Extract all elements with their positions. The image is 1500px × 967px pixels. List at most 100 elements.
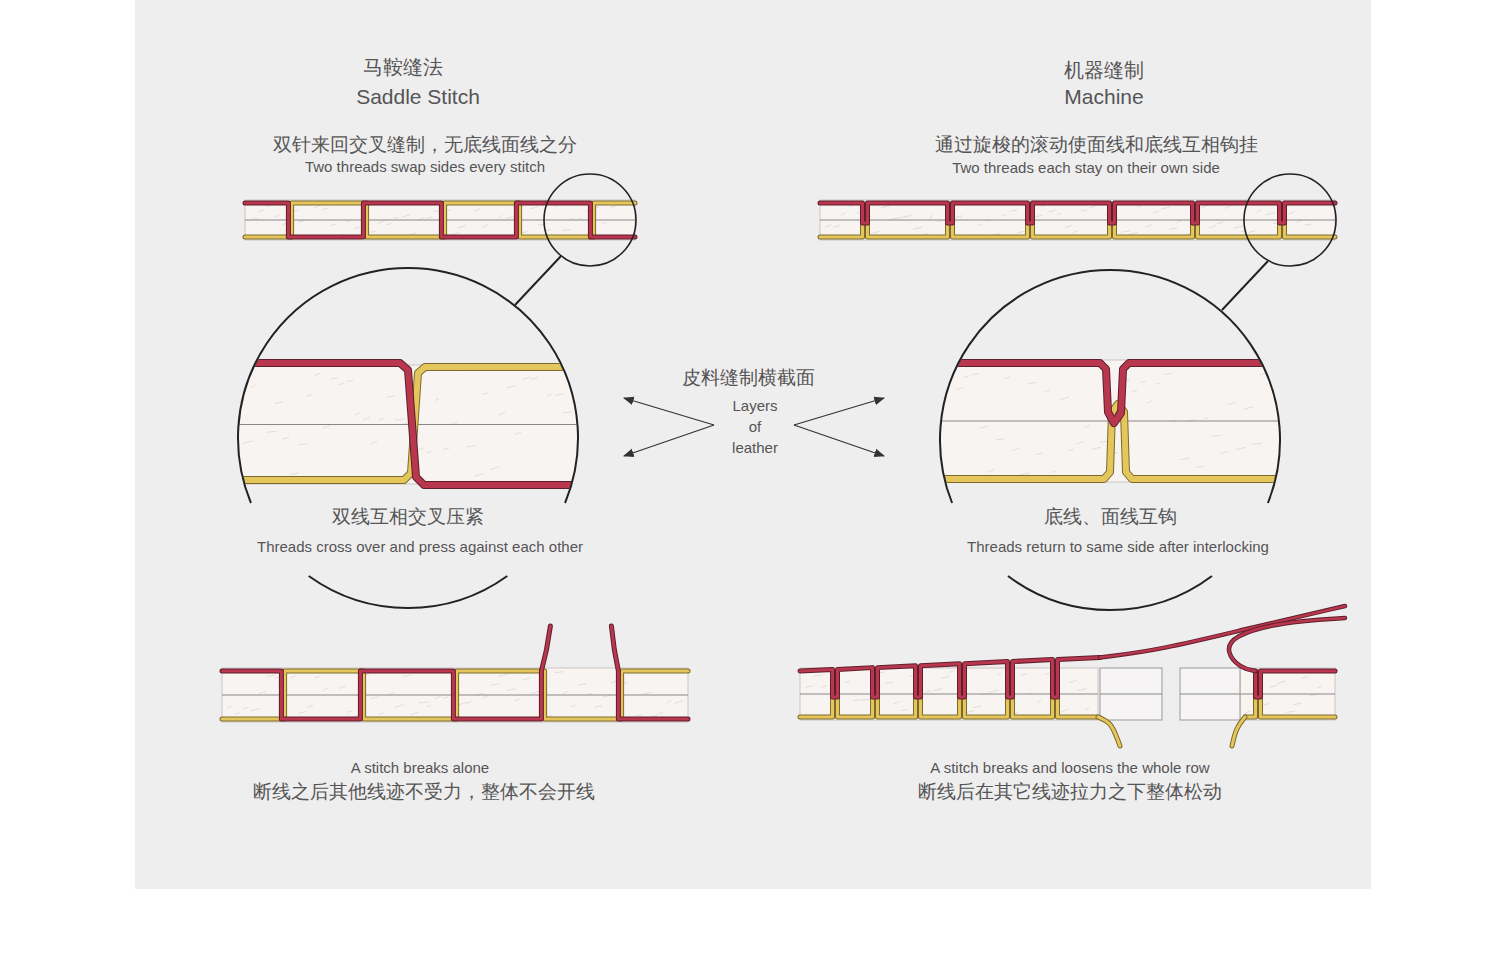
leather-grain	[1245, 711, 1250, 714]
leather-grain	[1285, 711, 1295, 712]
leather-grain	[1001, 214, 1006, 216]
leather-grain	[515, 432, 521, 434]
leather-grain	[1089, 205, 1097, 208]
thread-outline	[245, 203, 635, 237]
leather-grain	[1140, 381, 1146, 383]
leather-grain	[1052, 471, 1056, 473]
thread-outline	[1256, 671, 1336, 697]
leather-grain	[1057, 213, 1061, 214]
leather-grain	[949, 670, 955, 673]
leather-grain	[996, 439, 1004, 440]
leather-grain	[579, 683, 587, 685]
leather-grain	[258, 210, 265, 212]
saddle-zoom	[230, 363, 590, 485]
leather-grain	[635, 715, 642, 716]
center-label: 皮料缝制横截面	[682, 367, 815, 389]
leather-grain	[523, 377, 530, 379]
leather-grain	[1021, 674, 1026, 675]
leather-grain	[475, 473, 484, 476]
leather-grain	[571, 381, 575, 383]
leather-grain	[307, 706, 313, 708]
leather-grain	[370, 231, 377, 232]
leather-grain	[235, 713, 240, 714]
leather-grain	[411, 712, 419, 715]
leather-grain	[1069, 680, 1077, 683]
zoom-caption: 底线、面线互钩	[1044, 506, 1177, 528]
thread	[820, 203, 1335, 223]
leather-grain	[1249, 231, 1255, 232]
leather-grain	[1252, 443, 1262, 444]
leather-layer	[245, 200, 635, 240]
magnifier-spot	[1244, 174, 1336, 266]
leather-grain	[1004, 377, 1010, 379]
leather-grain	[1265, 212, 1275, 215]
pointer-arrow	[794, 425, 884, 456]
leather-grain	[972, 373, 979, 374]
leather-grain	[997, 673, 1001, 675]
leather-grain	[813, 675, 822, 676]
leather-grain	[371, 441, 377, 443]
leather-grain	[386, 223, 391, 224]
leather-grain	[363, 417, 370, 420]
leather-grain	[913, 227, 922, 229]
leather-grain	[1049, 210, 1055, 212]
thread	[611, 626, 688, 719]
column-note: 双针来回交叉缝制，无底线面线之分	[273, 134, 577, 156]
leather-grain	[1225, 206, 1231, 209]
leather-grain	[419, 448, 424, 450]
leather-grain	[610, 206, 617, 208]
leather-grain	[339, 686, 345, 688]
thread	[1229, 618, 1345, 671]
thread	[230, 363, 590, 485]
leather-grain	[1044, 390, 1050, 393]
leather-grain	[347, 380, 353, 381]
layer-seam	[1180, 694, 1240, 695]
leather-grain	[667, 700, 671, 703]
leather-grain	[299, 711, 306, 713]
leather-grain	[259, 691, 266, 693]
leather-grain	[371, 697, 379, 699]
leather-grain	[1148, 400, 1153, 402]
magnifier-ring	[940, 270, 1280, 503]
leather-grain	[571, 705, 576, 707]
leather-grain	[1228, 402, 1236, 404]
leather-grain	[1177, 220, 1182, 222]
thread	[800, 658, 1100, 698]
leather-grain	[347, 711, 352, 712]
leather-grain	[675, 700, 683, 703]
leather-grain	[547, 394, 552, 397]
leather-grain	[323, 688, 329, 690]
leather-grain	[1129, 232, 1138, 234]
leather-grain	[506, 216, 515, 218]
leather-grain	[274, 215, 280, 218]
thread	[1232, 717, 1245, 746]
leather-grain	[833, 225, 841, 227]
leather-grain	[251, 708, 260, 711]
leather-grain	[1209, 226, 1216, 228]
column-note: 通过旋梭的滚动使面线和底线互相钩挂	[935, 134, 1258, 156]
leather-grain	[1241, 230, 1248, 231]
leather-grain	[378, 221, 384, 224]
leather-grain	[451, 422, 458, 424]
leather-grain	[1161, 207, 1171, 209]
layer-seam	[1100, 694, 1162, 695]
leather-grain	[330, 224, 336, 225]
column-heading: Machine	[1064, 85, 1143, 109]
leather-grain	[267, 675, 275, 676]
leather-grain	[426, 217, 433, 219]
leather-grain	[315, 373, 321, 375]
leather-grain	[467, 446, 476, 447]
leather-grain	[1289, 212, 1294, 214]
column-note: Two threads each stay on their own side	[952, 159, 1220, 176]
leather-grain	[893, 701, 900, 704]
magnifier-ring	[238, 268, 578, 503]
thread-outline	[1098, 717, 1120, 746]
magnifier-ring	[309, 576, 508, 608]
leather-grain	[941, 676, 950, 678]
leather-grain	[873, 231, 880, 233]
leather-grain	[611, 681, 616, 683]
leather-grain	[1269, 685, 1278, 687]
leather-grain	[1076, 442, 1083, 445]
leather-grain	[933, 689, 942, 691]
pointer-arrow	[794, 398, 884, 425]
